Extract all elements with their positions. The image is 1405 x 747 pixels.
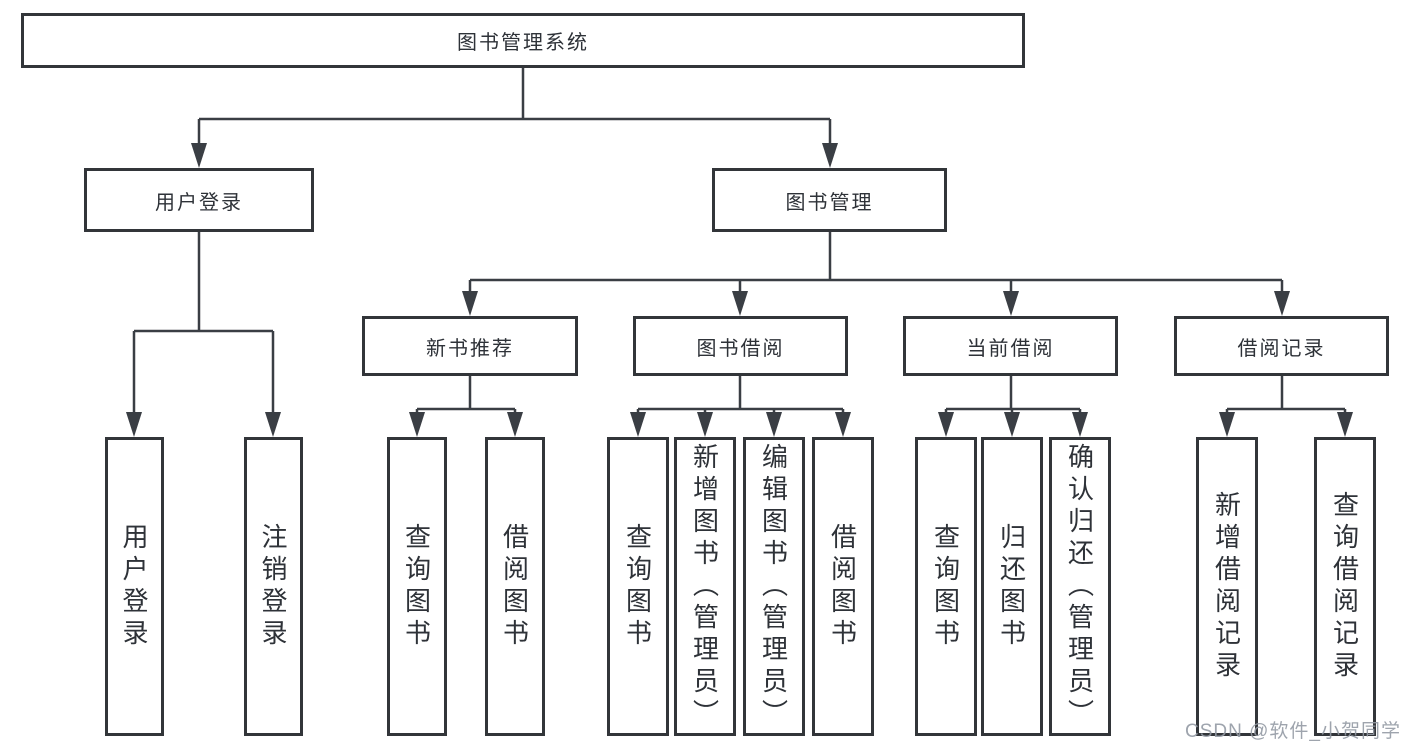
leaf-confirm-return-admin: 确认归还（管理员） bbox=[1049, 437, 1111, 736]
node-borrowing-records: 借阅记录 bbox=[1174, 316, 1389, 376]
node-current-borrowing: 当前借阅 bbox=[903, 316, 1118, 376]
leaf-query-books-current: 查询图书 bbox=[915, 437, 977, 736]
leaf-query-borrow-record: 查询借阅记录 bbox=[1314, 437, 1376, 736]
node-new-book-recommendation: 新书推荐 bbox=[362, 316, 578, 376]
leaf-borrow-books-borrowing: 借阅图书 bbox=[812, 437, 874, 736]
leaf-add-borrow-record: 新增借阅记录 bbox=[1196, 437, 1258, 736]
leaf-user-login: 用户登录 bbox=[105, 437, 164, 736]
leaf-return-book: 归还图书 bbox=[981, 437, 1043, 736]
leaf-query-books-borrowing: 查询图书 bbox=[607, 437, 669, 736]
csdn-watermark: CSDN @软件_小贺同学 bbox=[1185, 721, 1401, 742]
node-book-borrowing: 图书借阅 bbox=[633, 316, 848, 376]
leaf-borrow-books-recommend: 借阅图书 bbox=[485, 437, 545, 736]
node-user-login: 用户登录 bbox=[84, 168, 314, 232]
arrowheads bbox=[126, 143, 1353, 437]
leaf-query-books-recommend: 查询图书 bbox=[387, 437, 447, 736]
leaf-logout: 注销登录 bbox=[244, 437, 303, 736]
node-library-management-system: 图书管理系统 bbox=[21, 13, 1025, 68]
leaf-edit-book-admin: 编辑图书（管理员） bbox=[743, 437, 805, 736]
node-book-management: 图书管理 bbox=[712, 168, 947, 232]
leaf-add-book-admin: 新增图书（管理员） bbox=[674, 437, 736, 736]
